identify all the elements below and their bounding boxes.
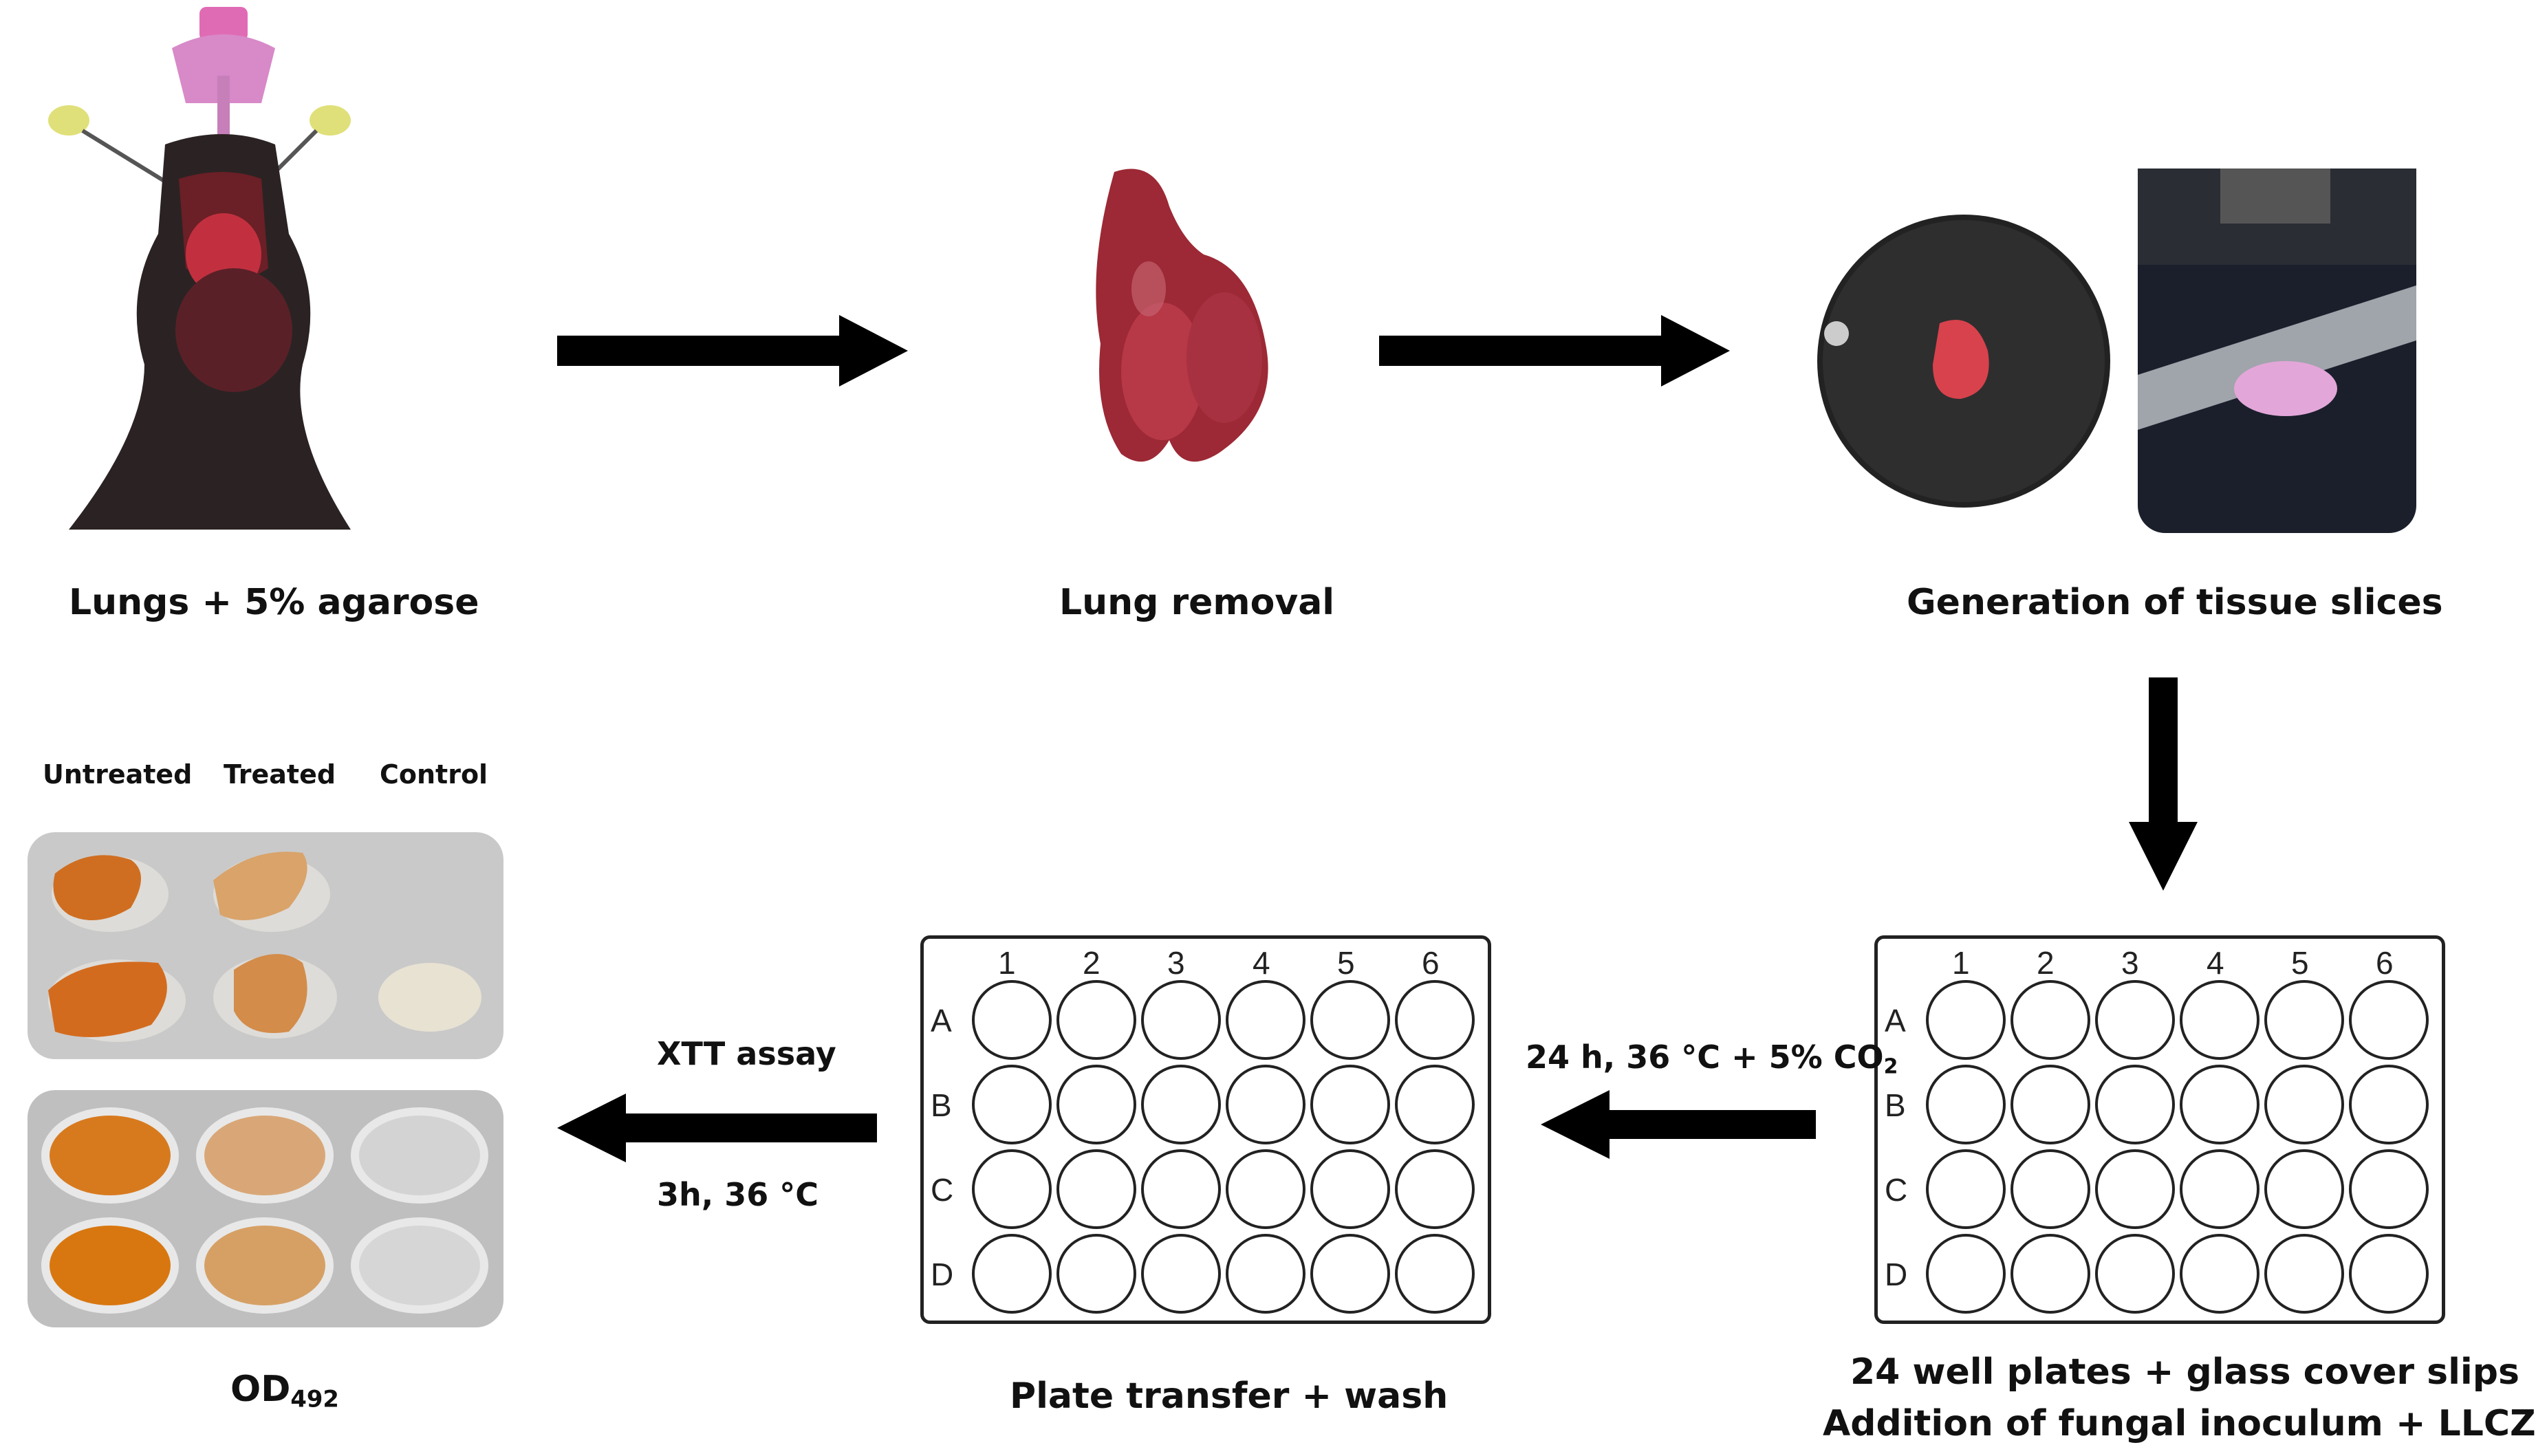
incubation-condition: 24 h, 36 °C + 5% CO2 bbox=[1526, 1039, 1898, 1079]
plate-well bbox=[2011, 980, 2090, 1060]
plate-well bbox=[1056, 1149, 1136, 1229]
result-col-untreated: Untreated bbox=[43, 759, 193, 790]
assay-condition-bottom: 3h, 36 °C bbox=[657, 1176, 819, 1213]
coverslip-slices-photo bbox=[28, 832, 503, 1059]
arrow-right-1 bbox=[557, 315, 908, 387]
plate-row-label: B bbox=[931, 1087, 952, 1123]
plate-well bbox=[2349, 1149, 2429, 1229]
step5-label: Plate transfer + wash bbox=[1010, 1376, 1449, 1417]
plate-col-label: 2 bbox=[1083, 945, 1101, 981]
well-plate-transfer: 1 2 3 4 5 6 A B C D bbox=[920, 935, 1491, 1324]
plate-well bbox=[2011, 1065, 2090, 1144]
vibratome-disc-photo bbox=[1817, 215, 2110, 508]
plate-col-label: 3 bbox=[2121, 945, 2139, 981]
plate-well bbox=[2264, 1149, 2344, 1229]
result-col-treated: Treated bbox=[224, 759, 336, 790]
arrow-left-2 bbox=[557, 1094, 877, 1162]
plate-well bbox=[2180, 1149, 2259, 1229]
plate-row-label: B bbox=[1885, 1087, 1906, 1123]
plate-well bbox=[2095, 1065, 2175, 1144]
plate-well bbox=[2011, 1149, 2090, 1229]
plate-well bbox=[1926, 1149, 2006, 1229]
arrow-left-1 bbox=[1541, 1090, 1816, 1159]
plate-well bbox=[2180, 1234, 2259, 1314]
step1-label: Lungs + 5% agarose bbox=[69, 582, 479, 623]
vibratome-blade-photo bbox=[2138, 169, 2416, 533]
plate-well bbox=[1141, 980, 1221, 1060]
plate-well bbox=[1926, 1065, 2006, 1144]
step4-label-line1: 24 well plates + glass cover slips bbox=[1850, 1351, 2519, 1393]
result-col-control: Control bbox=[380, 759, 488, 790]
plate-well bbox=[1395, 1065, 1475, 1144]
assay-condition-top: XTT assay bbox=[657, 1035, 836, 1072]
step2-label: Lung removal bbox=[1059, 582, 1335, 623]
plate-well bbox=[1310, 1065, 1390, 1144]
plate-well bbox=[2264, 980, 2344, 1060]
plate-well bbox=[1310, 980, 1390, 1060]
plate-col-label: 1 bbox=[998, 945, 1016, 981]
plate-well bbox=[2349, 980, 2429, 1060]
plate-well bbox=[1310, 1149, 1390, 1229]
plate-well bbox=[2095, 1149, 2175, 1229]
plate-col-label: 2 bbox=[2037, 945, 2055, 981]
plate-well bbox=[972, 1149, 1052, 1229]
plate-well bbox=[1395, 980, 1475, 1060]
plate-row-label: A bbox=[931, 1003, 952, 1039]
plate-col-label: 6 bbox=[2376, 945, 2394, 981]
plate-well bbox=[2349, 1234, 2429, 1314]
plate-well bbox=[2011, 1234, 2090, 1314]
plate-well bbox=[2095, 980, 2175, 1060]
plate-well bbox=[1226, 1149, 1305, 1229]
plate-well bbox=[1141, 1149, 1221, 1229]
plate-col-label: 1 bbox=[1952, 945, 1970, 981]
plate-well bbox=[972, 1065, 1052, 1144]
plate-well bbox=[1310, 1234, 1390, 1314]
plate-well bbox=[1395, 1149, 1475, 1229]
removed-lung-photo bbox=[1096, 169, 1268, 462]
plate-row-label: C bbox=[1885, 1172, 1908, 1208]
plate-well bbox=[1226, 1065, 1305, 1144]
plate-row-label: C bbox=[931, 1172, 954, 1208]
plate-well bbox=[1141, 1065, 1221, 1144]
plate-well bbox=[972, 980, 1052, 1060]
plate-well bbox=[2095, 1234, 2175, 1314]
plate-well bbox=[1226, 980, 1305, 1060]
plate-row-label: D bbox=[1885, 1257, 1908, 1292]
plate-well bbox=[1926, 980, 2006, 1060]
plate-col-label: 5 bbox=[1337, 945, 1355, 981]
plate-well bbox=[1056, 1065, 1136, 1144]
plate-well bbox=[1926, 1234, 2006, 1314]
plate-col-label: 3 bbox=[1167, 945, 1185, 981]
plate-well bbox=[1226, 1234, 1305, 1314]
plate-well bbox=[1056, 1234, 1136, 1314]
plate-well bbox=[972, 1234, 1052, 1314]
plate-col-label: 4 bbox=[1253, 945, 1270, 981]
plate-well bbox=[2264, 1234, 2344, 1314]
plate-col-label: 6 bbox=[1422, 945, 1440, 981]
plate-well bbox=[2349, 1065, 2429, 1144]
mouse-lung-photo bbox=[48, 7, 351, 530]
xtt-plate-photo bbox=[28, 1090, 503, 1327]
plate-well bbox=[2180, 980, 2259, 1060]
plate-well bbox=[2264, 1065, 2344, 1144]
step4-label-line2: Addition of fungal inoculum + LLCZ bbox=[1823, 1403, 2536, 1444]
plate-col-label: 4 bbox=[2207, 945, 2224, 981]
arrow-down bbox=[2129, 677, 2198, 891]
arrow-right-2 bbox=[1379, 315, 1730, 387]
step3-label: Generation of tissue slices bbox=[1907, 582, 2443, 623]
plate-well bbox=[1056, 980, 1136, 1060]
plate-well bbox=[2180, 1065, 2259, 1144]
plate-col-label: 5 bbox=[2291, 945, 2309, 981]
plate-row-label: D bbox=[931, 1257, 954, 1292]
step6-label: OD492 bbox=[230, 1369, 339, 1413]
plate-well bbox=[1395, 1234, 1475, 1314]
plate-row-label: A bbox=[1885, 1003, 1906, 1039]
plate-well bbox=[1141, 1234, 1221, 1314]
well-plate-initial: 1 2 3 4 5 6 A B C D bbox=[1874, 935, 2445, 1324]
